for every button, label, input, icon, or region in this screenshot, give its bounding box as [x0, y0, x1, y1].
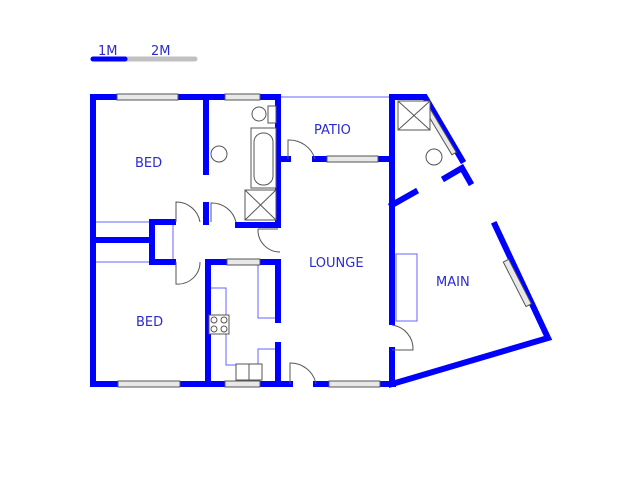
door — [287, 139, 316, 160]
door — [175, 261, 201, 285]
room-label-patio: PATIO — [314, 123, 351, 138]
window — [326, 155, 379, 163]
door — [210, 202, 237, 223]
room-label-bed-bottom: BED — [136, 315, 163, 330]
window — [116, 93, 179, 101]
window — [502, 258, 533, 308]
basin — [425, 148, 443, 166]
door — [391, 324, 414, 351]
window — [328, 380, 381, 388]
window — [117, 380, 181, 388]
scale-label-2m: 2M — [151, 44, 171, 59]
room-label-bed-top: BED — [135, 156, 162, 171]
door — [257, 228, 281, 253]
window — [425, 108, 457, 156]
bathtub-inner — [253, 132, 274, 186]
scale-bar: 1M 2M — [90, 44, 198, 62]
thin-lines — [95, 96, 418, 366]
doors — [175, 139, 414, 385]
fixtures — [208, 100, 443, 381]
toilet — [251, 106, 267, 122]
window — [224, 93, 261, 101]
basin — [210, 145, 228, 163]
door — [289, 362, 317, 385]
windows — [116, 93, 533, 388]
walls — [90, 94, 553, 389]
scale-label-1m: 1M — [98, 44, 118, 59]
window — [226, 258, 261, 266]
room-label-main: MAIN — [436, 275, 470, 290]
door — [175, 201, 201, 223]
window — [224, 380, 261, 388]
room-label-lounge: LOUNGE — [309, 256, 364, 271]
